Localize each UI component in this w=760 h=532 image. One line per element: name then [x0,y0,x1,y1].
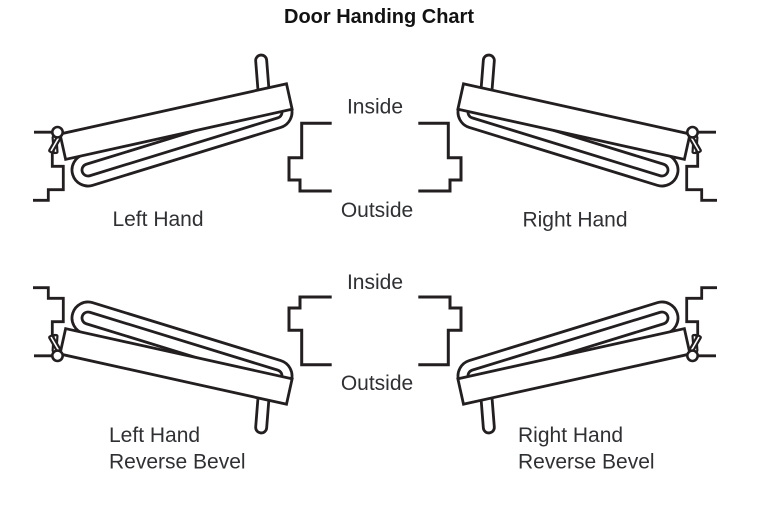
label-right-hand-reverse-line2: Reverse Bevel [518,451,655,474]
frame-jamb-bottom-left [287,295,334,367]
frame-jamb-top-right [416,121,463,193]
label-right-hand: Right Hand [522,209,627,232]
label-left-hand-reverse-line1: Left Hand [109,424,200,447]
label-inside-bottom: Inside [347,271,403,294]
label-left-hand: Left Hand [112,208,203,231]
label-left-hand-reverse-line2: Reverse Bevel [109,451,246,474]
label-right-hand-reverse-line1: Right Hand [518,424,623,447]
label-inside-top: Inside [347,96,403,119]
diagram-left-hand [31,48,298,202]
diagram-right-hand [452,48,719,202]
diagram-right-hand-reverse-bevel [452,286,719,440]
chart-title: Door Handing Chart [284,6,474,28]
label-outside-bottom: Outside [341,372,413,395]
diagram-left-hand-reverse-bevel [31,286,298,440]
label-outside-top: Outside [341,199,413,222]
frame-jamb-top-left [287,121,334,193]
frame-jamb-bottom-right [416,295,463,367]
